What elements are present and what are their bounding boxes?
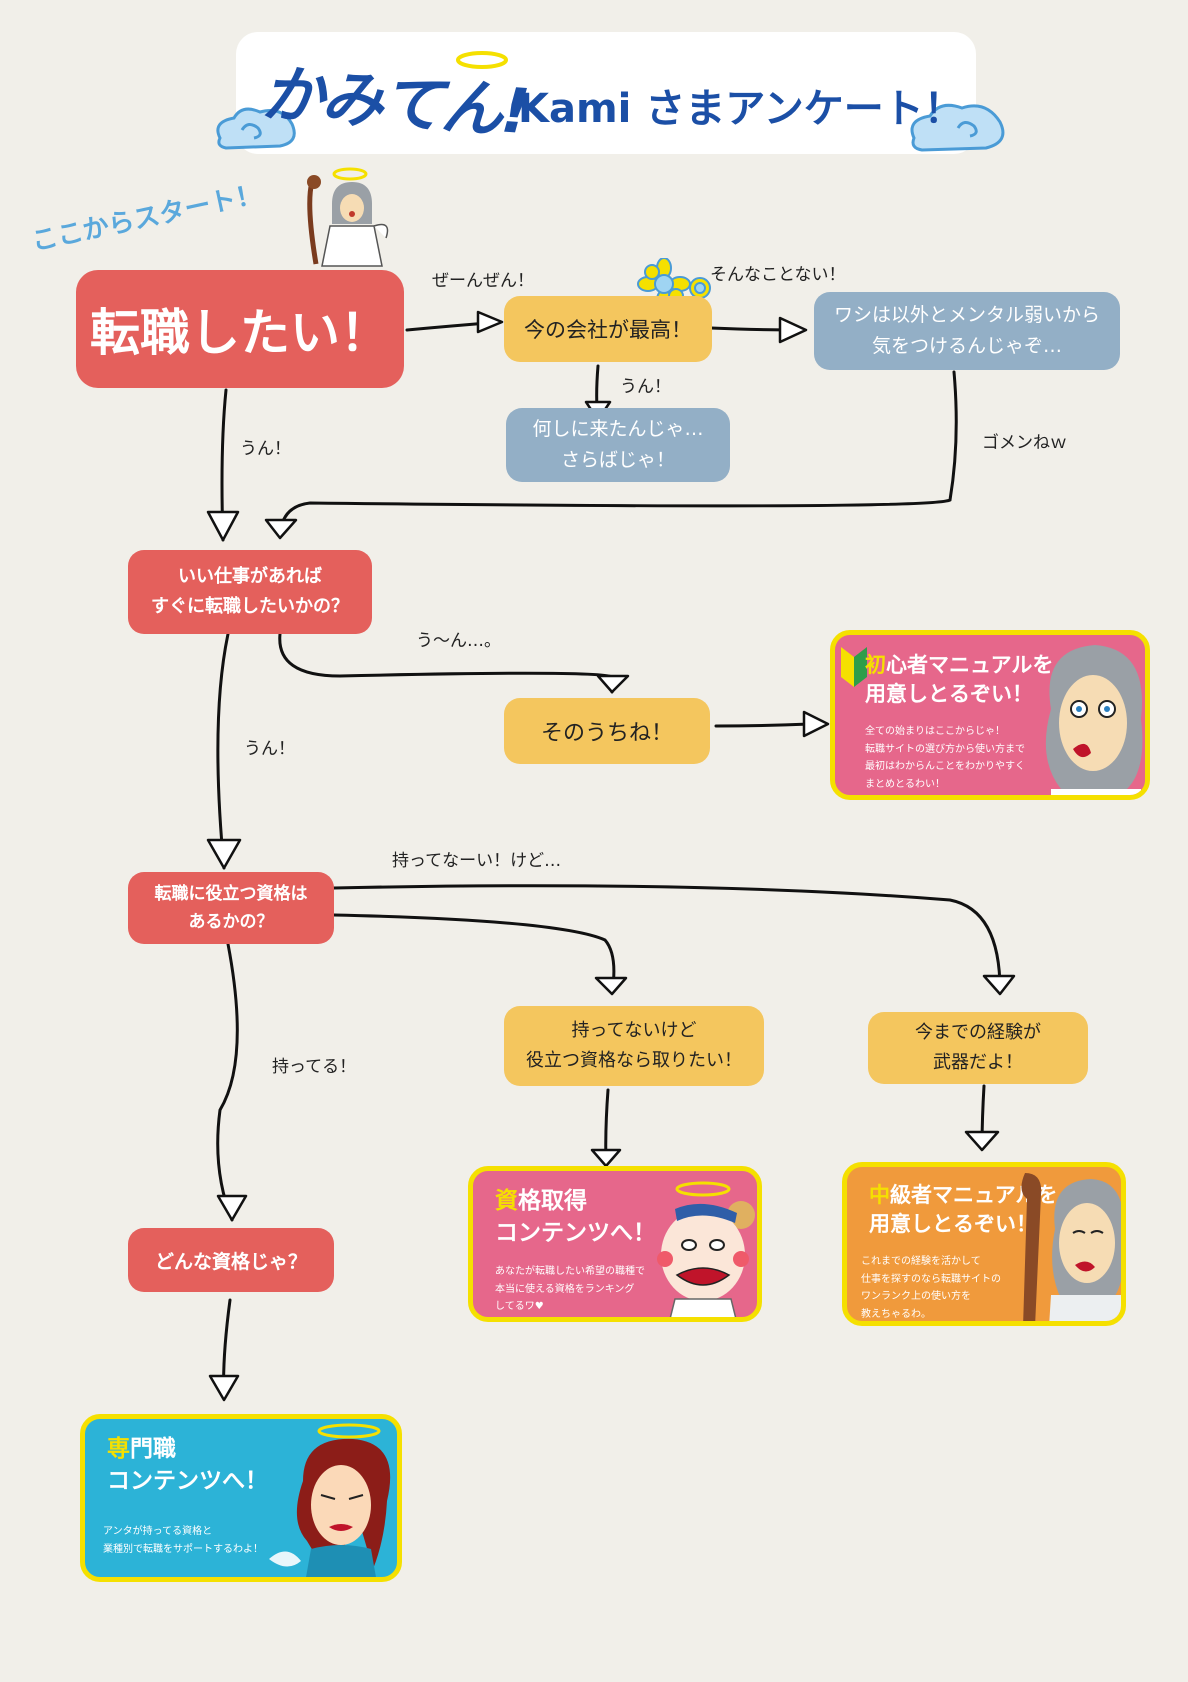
node-want-license: 持ってないけど 役立つ資格なら取りたい！	[504, 1006, 764, 1086]
edge-label-yes: うん！	[240, 439, 291, 459]
promo-intermediate-manual[interactable]: 中級者マニュアルを 用意しとるぞい！ これまでの経験を活かして 仕事を探すのなら…	[842, 1162, 1126, 1326]
edge-label-yes: うん！	[244, 739, 295, 759]
god-mascot-icon	[307, 167, 389, 267]
halo-icon	[456, 51, 508, 69]
edge-label-no-way: そんなことない！	[710, 265, 846, 285]
node-question-license: 転職に役立つ資格は あるかの？	[128, 872, 334, 944]
node-someday: そのうちね！	[504, 698, 710, 764]
beginner-mark-icon	[841, 647, 867, 687]
goddess-face-icon	[657, 1181, 755, 1317]
god-face-icon	[1045, 645, 1143, 795]
promo-specialist-title: 専門職 コンテンツへ！	[107, 1436, 268, 1495]
edge-label-sorry: ゴメンねｗ	[982, 433, 1067, 453]
node-experience: 今までの経験が 武器だよ！	[868, 1012, 1088, 1084]
promo-beginner-manual[interactable]: 初心者マニュアルを 用意しとるぞい！ 全ての始まりはここからじゃ！ 転職サイトの…	[830, 630, 1150, 800]
god-staff-icon	[1021, 1173, 1121, 1321]
promo-beginner-title: 初心者マニュアルを 用意しとるぞい！	[865, 653, 1054, 707]
promo-beginner-desc: 全ての始まりはここからじゃ！ 転職サイトの選び方から使い方まで 最初はわからんこ…	[865, 726, 1025, 790]
promo-specialist-content[interactable]: 専門職 コンテンツへ！ アンタが持ってる資格と 業種別で転職をサポートするわよ！	[80, 1414, 402, 1582]
promo-license-desc: あなたが転職したい希望の職種で 本当に使える資格をランキング してるワ♥	[495, 1266, 645, 1312]
promo-specialist-desc: アンタが持ってる資格と 業種別で転職をサポートするわよ！	[103, 1526, 263, 1555]
promo-intermediate-desc: これまでの経験を活かして 仕事を探すのなら転職サイトの ワンランク上の使い方を …	[861, 1256, 1001, 1320]
node-why-came: 何しに来たんじゃ… さらばじゃ！	[506, 408, 730, 482]
header-banner	[236, 32, 976, 154]
cloud-left-icon	[216, 107, 296, 150]
node-want-job-change: 転職したい！	[76, 270, 404, 388]
node-warning: ワシは以外とメンタル弱いから 気をつけるんじゃぞ…	[814, 292, 1120, 370]
survey-title: Kami さまアンケート！	[518, 86, 964, 132]
edge-label-hmm: う〜ん…。	[416, 631, 501, 651]
edge-label-not-at-all: ぜーんぜん！	[432, 271, 534, 291]
cloud-right-icon	[910, 103, 1005, 152]
edge-label-yes: うん！	[620, 377, 671, 397]
specialist-goddess-icon	[269, 1423, 391, 1577]
node-question-good-job: いい仕事があれば すぐに転職したいかの？	[128, 550, 372, 634]
promo-license-title: 資格取得 コンテンツへ！	[495, 1188, 656, 1247]
edge-label-have: 持ってる！	[272, 1057, 357, 1077]
promo-license-content[interactable]: 資格取得 コンテンツへ！ あなたが転職したい希望の職種で 本当に使える資格をラン…	[468, 1166, 762, 1322]
node-which-license: どんな資格じゃ？	[128, 1228, 334, 1292]
edge-label-dont-have: 持ってなーい！けど…	[392, 851, 562, 871]
node-best-company: 今の会社が最高！	[504, 296, 712, 362]
